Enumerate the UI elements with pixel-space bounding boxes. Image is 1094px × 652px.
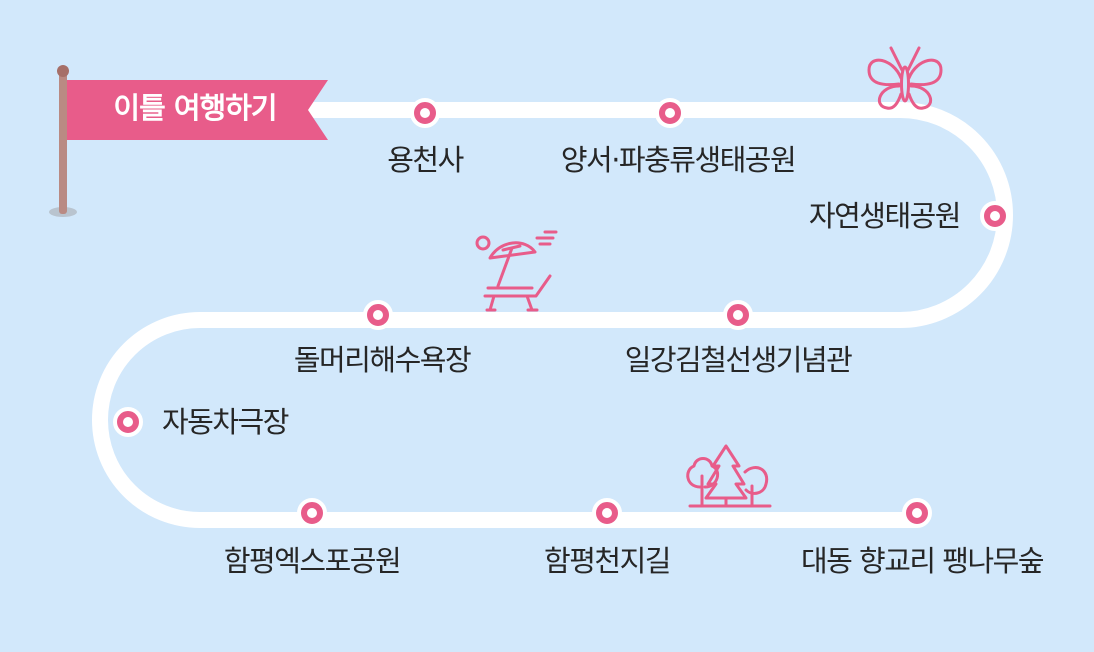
stop-label-jadongcha: 자동차극장	[162, 405, 289, 439]
flag-icon	[49, 65, 328, 217]
stop-marker-cheonji[interactable]	[592, 498, 622, 528]
stop-marker-jayeon[interactable]	[980, 201, 1010, 231]
trees-icon	[686, 444, 772, 508]
beach-umbrella-icon	[475, 230, 558, 312]
stop-marker-expo[interactable]	[297, 498, 327, 528]
stop-label-dolmeori: 돌머리해수욕장	[293, 343, 472, 377]
stop-label-ilgang: 일강김철선생기념관	[624, 343, 853, 377]
stop-marker-jadongcha[interactable]	[113, 407, 143, 437]
stop-marker-daedong[interactable]	[902, 498, 932, 528]
route-title: 이틀 여행하기	[113, 91, 277, 125]
stop-marker-dolmeori[interactable]	[363, 300, 393, 330]
stop-label-yongcheonsa: 용천사	[387, 143, 464, 177]
stop-marker-ilgang[interactable]	[723, 300, 753, 330]
route-path	[92, 102, 1013, 528]
route-markers	[113, 98, 1010, 528]
butterfly-icon	[867, 46, 943, 110]
stop-label-daedong: 대동 향교리 팽나무숲	[800, 544, 1045, 578]
stop-label-yangseo: 양서·파충류생태공원	[560, 143, 797, 177]
stop-label-expo: 함평엑스포공원	[223, 544, 402, 578]
stop-marker-yangseo[interactable]	[655, 98, 685, 128]
stop-label-cheonji: 함평천지길	[544, 544, 671, 578]
stop-label-jayeon: 자연생태공원	[808, 199, 962, 233]
stop-marker-yongcheonsa[interactable]	[410, 98, 440, 128]
